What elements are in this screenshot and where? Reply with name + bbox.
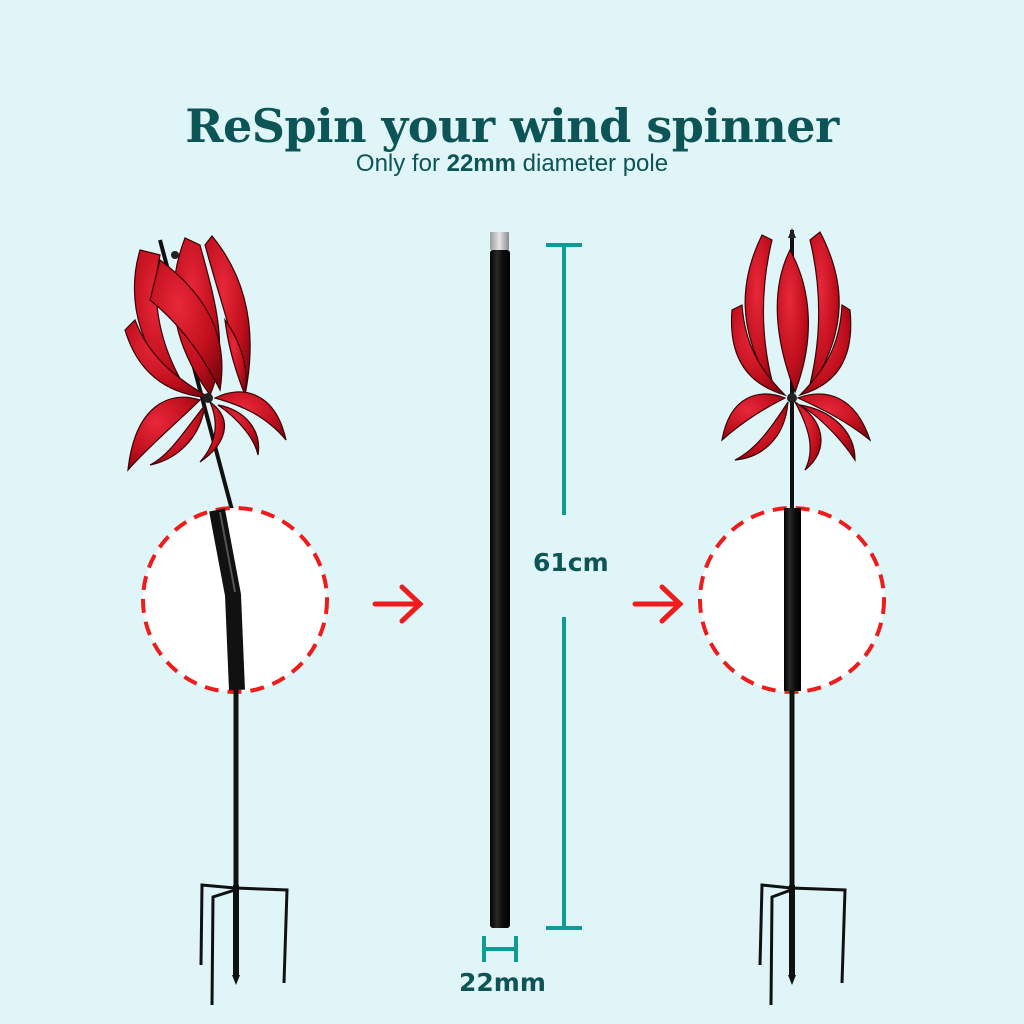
page-title: ReSpin your wind spinner <box>185 98 839 153</box>
repaired-spinner <box>698 228 886 1006</box>
subtitle-diameter: 22mm <box>446 150 516 177</box>
arrow-to-pole <box>372 584 424 624</box>
subtitle-suffix: diameter pole <box>515 150 669 177</box>
arrow-to-repaired <box>632 584 684 624</box>
replacement-pole <box>490 232 510 928</box>
length-label: 61cm <box>533 548 609 577</box>
subtitle-prefix: Only for <box>355 150 447 177</box>
diameter-dimension <box>482 936 518 962</box>
bent-spinner <box>124 235 329 1006</box>
diameter-label: 22mm <box>459 968 546 997</box>
length-dimension <box>546 243 582 930</box>
subtitle: Only for 22mm diameter pole <box>0 150 1024 178</box>
